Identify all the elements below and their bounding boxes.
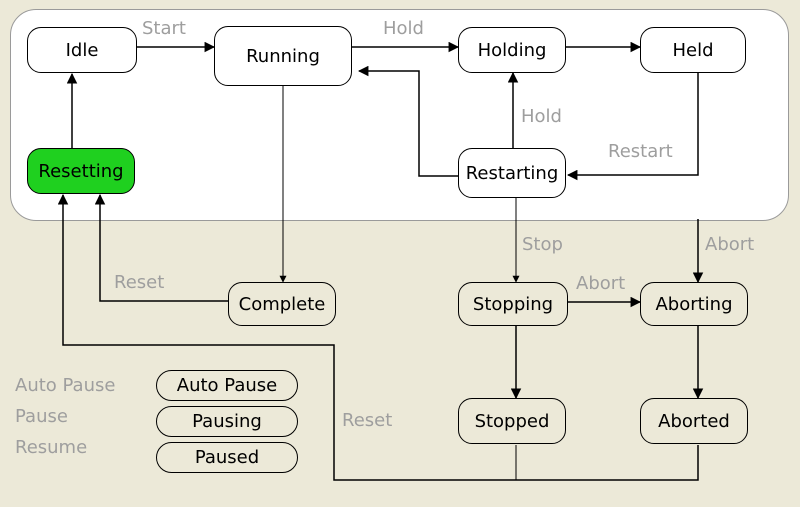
label-abort-mid: Abort [576,273,626,294]
state-stopped[interactable]: Stopped [458,398,566,444]
arrow-aborted-resetting [57,193,699,481]
state-aborting[interactable]: Aborting [640,282,748,326]
state-restarting[interactable]: Restarting [458,148,566,198]
legend-command-1: Pause [15,406,68,427]
label-hold-side: Hold [521,106,562,127]
legend-state-2[interactable]: Paused [156,442,298,473]
arrow-held-restarting [566,73,699,181]
state-resetting[interactable]: Resetting [27,148,135,194]
legend-command-2: Resume [15,437,88,458]
label-abort-top: Abort [705,234,755,255]
state-complete[interactable]: Complete [228,282,336,326]
label-restart: Restart [608,141,673,162]
label-hold-top: Hold [383,18,424,39]
state-running[interactable]: Running [214,26,352,86]
label-stop: Stop [522,234,563,255]
state-stopping[interactable]: Stopping [458,282,568,326]
state-holding[interactable]: Holding [458,27,566,73]
label-start: Start [142,18,186,39]
state-idle[interactable]: Idle [27,27,137,73]
arrow-complete-resetting [94,193,228,302]
state-aborted[interactable]: Aborted [640,398,748,444]
legend-command-0: Auto Pause [15,375,116,396]
legend-state-0[interactable]: Auto Pause [156,370,298,401]
state-held[interactable]: Held [640,27,746,73]
label-reset-bottom: Reset [342,410,393,431]
arrow-restarting-running [357,65,458,177]
label-reset-left: Reset [114,272,165,293]
legend-state-1[interactable]: Pausing [156,406,298,437]
